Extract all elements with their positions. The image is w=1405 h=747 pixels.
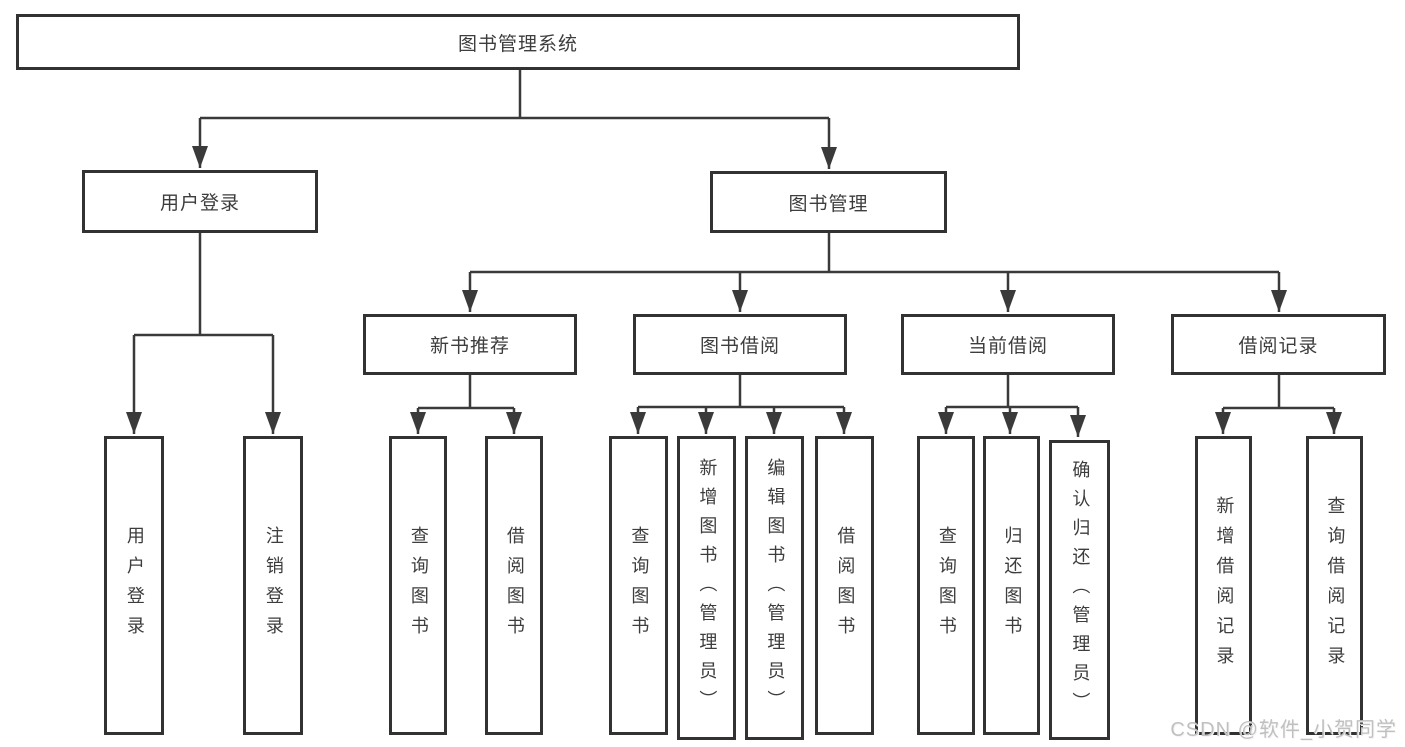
node-user-login-label: 用户登录 — [159, 193, 240, 214]
leaf-records-query-record: 查询借阅记录 — [1306, 436, 1363, 735]
leaf-current-confirm-return-admin-label: 确认归还（管理员） — [1070, 459, 1091, 721]
leaf-borrowing-add-book-admin-label: 新增图书（管理员） — [697, 457, 718, 719]
node-root-label: 图书管理系统 — [457, 33, 578, 55]
leaf-recommend-borrow-book: 借阅图书 — [485, 436, 543, 735]
leaf-current-return-book-label: 归还图书 — [1002, 525, 1023, 646]
leaf-logout-label: 注销登录 — [263, 525, 284, 646]
node-new-book-recommend-label: 新书推荐 — [429, 336, 510, 357]
leaf-records-query-record-label: 查询借阅记录 — [1325, 495, 1346, 676]
leaf-current-return-book: 归还图书 — [983, 436, 1040, 735]
leaf-current-query-book: 查询图书 — [917, 436, 975, 735]
node-book-borrowing-label: 图书借阅 — [699, 336, 780, 357]
leaf-borrowing-borrow-book: 借阅图书 — [815, 436, 874, 735]
leaf-recommend-query-book: 查询图书 — [389, 436, 447, 735]
leaf-current-confirm-return-admin: 确认归还（管理员） — [1049, 440, 1110, 740]
node-borrow-records-label: 借阅记录 — [1238, 336, 1319, 357]
leaf-borrowing-edit-book-admin-label: 编辑图书（管理员） — [765, 457, 786, 719]
leaf-recommend-borrow-book-label: 借阅图书 — [504, 525, 525, 646]
node-current-borrowing-label: 当前借阅 — [967, 336, 1048, 357]
leaf-logout: 注销登录 — [243, 436, 303, 735]
leaf-borrowing-query-book: 查询图书 — [609, 436, 668, 735]
leaf-current-query-book-label: 查询图书 — [936, 525, 957, 646]
leaf-user-login-label: 用户登录 — [124, 525, 145, 646]
node-root: 图书管理系统 — [16, 14, 1020, 70]
node-borrow-records: 借阅记录 — [1171, 314, 1386, 375]
node-book-management: 图书管理 — [710, 171, 947, 233]
leaf-borrowing-borrow-book-label: 借阅图书 — [835, 525, 856, 646]
leaf-user-login: 用户登录 — [104, 436, 164, 735]
node-new-book-recommend: 新书推荐 — [363, 314, 577, 375]
leaf-borrowing-edit-book-admin: 编辑图书（管理员） — [745, 436, 804, 740]
csdn-watermark: CSDN @软件_小贺同学 — [1170, 719, 1397, 741]
leaf-records-add-record: 新增借阅记录 — [1195, 436, 1252, 735]
node-book-management-label: 图书管理 — [788, 193, 869, 215]
node-current-borrowing: 当前借阅 — [901, 314, 1115, 375]
leaf-borrowing-add-book-admin: 新增图书（管理员） — [677, 436, 736, 740]
leaf-recommend-query-book-label: 查询图书 — [408, 525, 429, 646]
leaf-records-add-record-label: 新增借阅记录 — [1214, 495, 1235, 676]
node-user-login: 用户登录 — [82, 170, 318, 233]
leaf-borrowing-query-book-label: 查询图书 — [629, 525, 650, 646]
node-book-borrowing: 图书借阅 — [633, 314, 847, 375]
